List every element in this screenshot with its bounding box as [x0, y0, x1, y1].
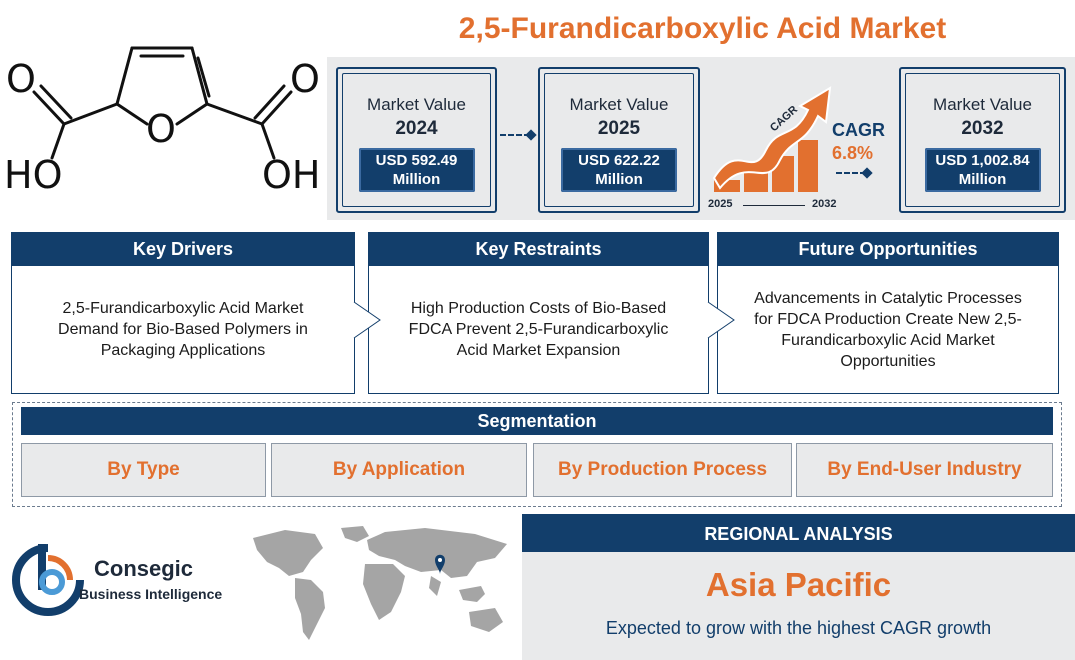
- kpi-value: USD 1,002.84 Million: [924, 148, 1041, 192]
- kpi-year: 2025: [597, 118, 641, 139]
- cagr-value: 6.8%: [832, 143, 874, 163]
- future-opportunities-panel: Future Opportunities Advancements in Cat…: [717, 232, 1059, 394]
- segment-by-application[interactable]: By Application: [271, 443, 527, 497]
- cagr-label: CAGR: [832, 120, 885, 140]
- kpi-label: Market Value: [367, 95, 466, 114]
- future-opportunities-text: Advancements in Catalytic Processes for …: [717, 266, 1059, 394]
- key-restraints-heading: Key Restraints: [368, 232, 709, 266]
- consegic-logo-icon: [12, 544, 84, 616]
- molecule-right-oh: OH: [262, 153, 320, 197]
- cagr-end-year: 2032: [812, 198, 837, 210]
- brand-name: Consegic: [94, 556, 194, 581]
- molecule-left-oh: HO: [4, 153, 62, 197]
- kpi-year: 2024: [395, 118, 438, 139]
- key-drivers-heading: Key Drivers: [11, 232, 355, 266]
- key-restraints-text: High Production Costs of Bio-Based FDCA …: [368, 266, 709, 394]
- segment-by-type[interactable]: By Type: [21, 443, 266, 497]
- cagr-start-year: 2025: [708, 198, 733, 210]
- segment-by-production-process[interactable]: By Production Process: [533, 443, 792, 497]
- kpi-card-2024: Market Value 2024 USD 592.49 Million: [336, 67, 497, 213]
- cagr-axis-line: [743, 205, 805, 206]
- chevron-right-icon: [707, 301, 735, 339]
- regional-analysis-heading: REGIONAL ANALYSIS: [522, 514, 1075, 552]
- molecule-left-o: O: [6, 57, 36, 101]
- kpi-connector: [500, 134, 530, 136]
- cagr-growth-icon: CAGR: [712, 86, 832, 192]
- kpi-label: Market Value: [569, 95, 669, 114]
- kpi-label: Market Value: [933, 95, 1032, 114]
- kpi-card-2025: Market Value 2025 USD 622.22 Million: [538, 67, 700, 213]
- kpi-value: USD 592.49 Million: [358, 148, 475, 192]
- key-drivers-text: 2,5-Furandicarboxylic Acid Market Demand…: [11, 266, 355, 394]
- kpi-card-2032: Market Value 2032 USD 1,002.84 Million: [899, 67, 1066, 213]
- key-drivers-panel: Key Drivers 2,5-Furandicarboxylic Acid M…: [11, 232, 355, 394]
- chevron-right-icon: [353, 301, 381, 339]
- world-map-icon: [253, 526, 507, 640]
- kpi-value: USD 622.22 Million: [561, 148, 677, 192]
- brand-tagline: Business Intelligence: [79, 586, 223, 602]
- page-title: 2,5-Furandicarboxylic Acid Market: [458, 12, 947, 45]
- key-restraints-panel: Key Restraints High Production Costs of …: [368, 232, 709, 394]
- kpi-year: 2032: [961, 118, 1004, 139]
- fdca-molecule-diagram: O HO O O OH: [4, 46, 320, 197]
- region-note: Expected to grow with the highest CAGR g…: [605, 618, 992, 638]
- region-name: Asia Pacific: [705, 566, 892, 603]
- molecule-ring-o: O: [146, 107, 176, 151]
- future-opportunities-heading: Future Opportunities: [717, 232, 1059, 266]
- segmentation-panel: [12, 402, 1062, 507]
- segment-by-end-user-industry[interactable]: By End-User Industry: [796, 443, 1053, 497]
- segmentation-heading: Segmentation: [21, 407, 1053, 435]
- molecule-right-o: O: [290, 57, 320, 101]
- cagr-connector: [836, 172, 866, 174]
